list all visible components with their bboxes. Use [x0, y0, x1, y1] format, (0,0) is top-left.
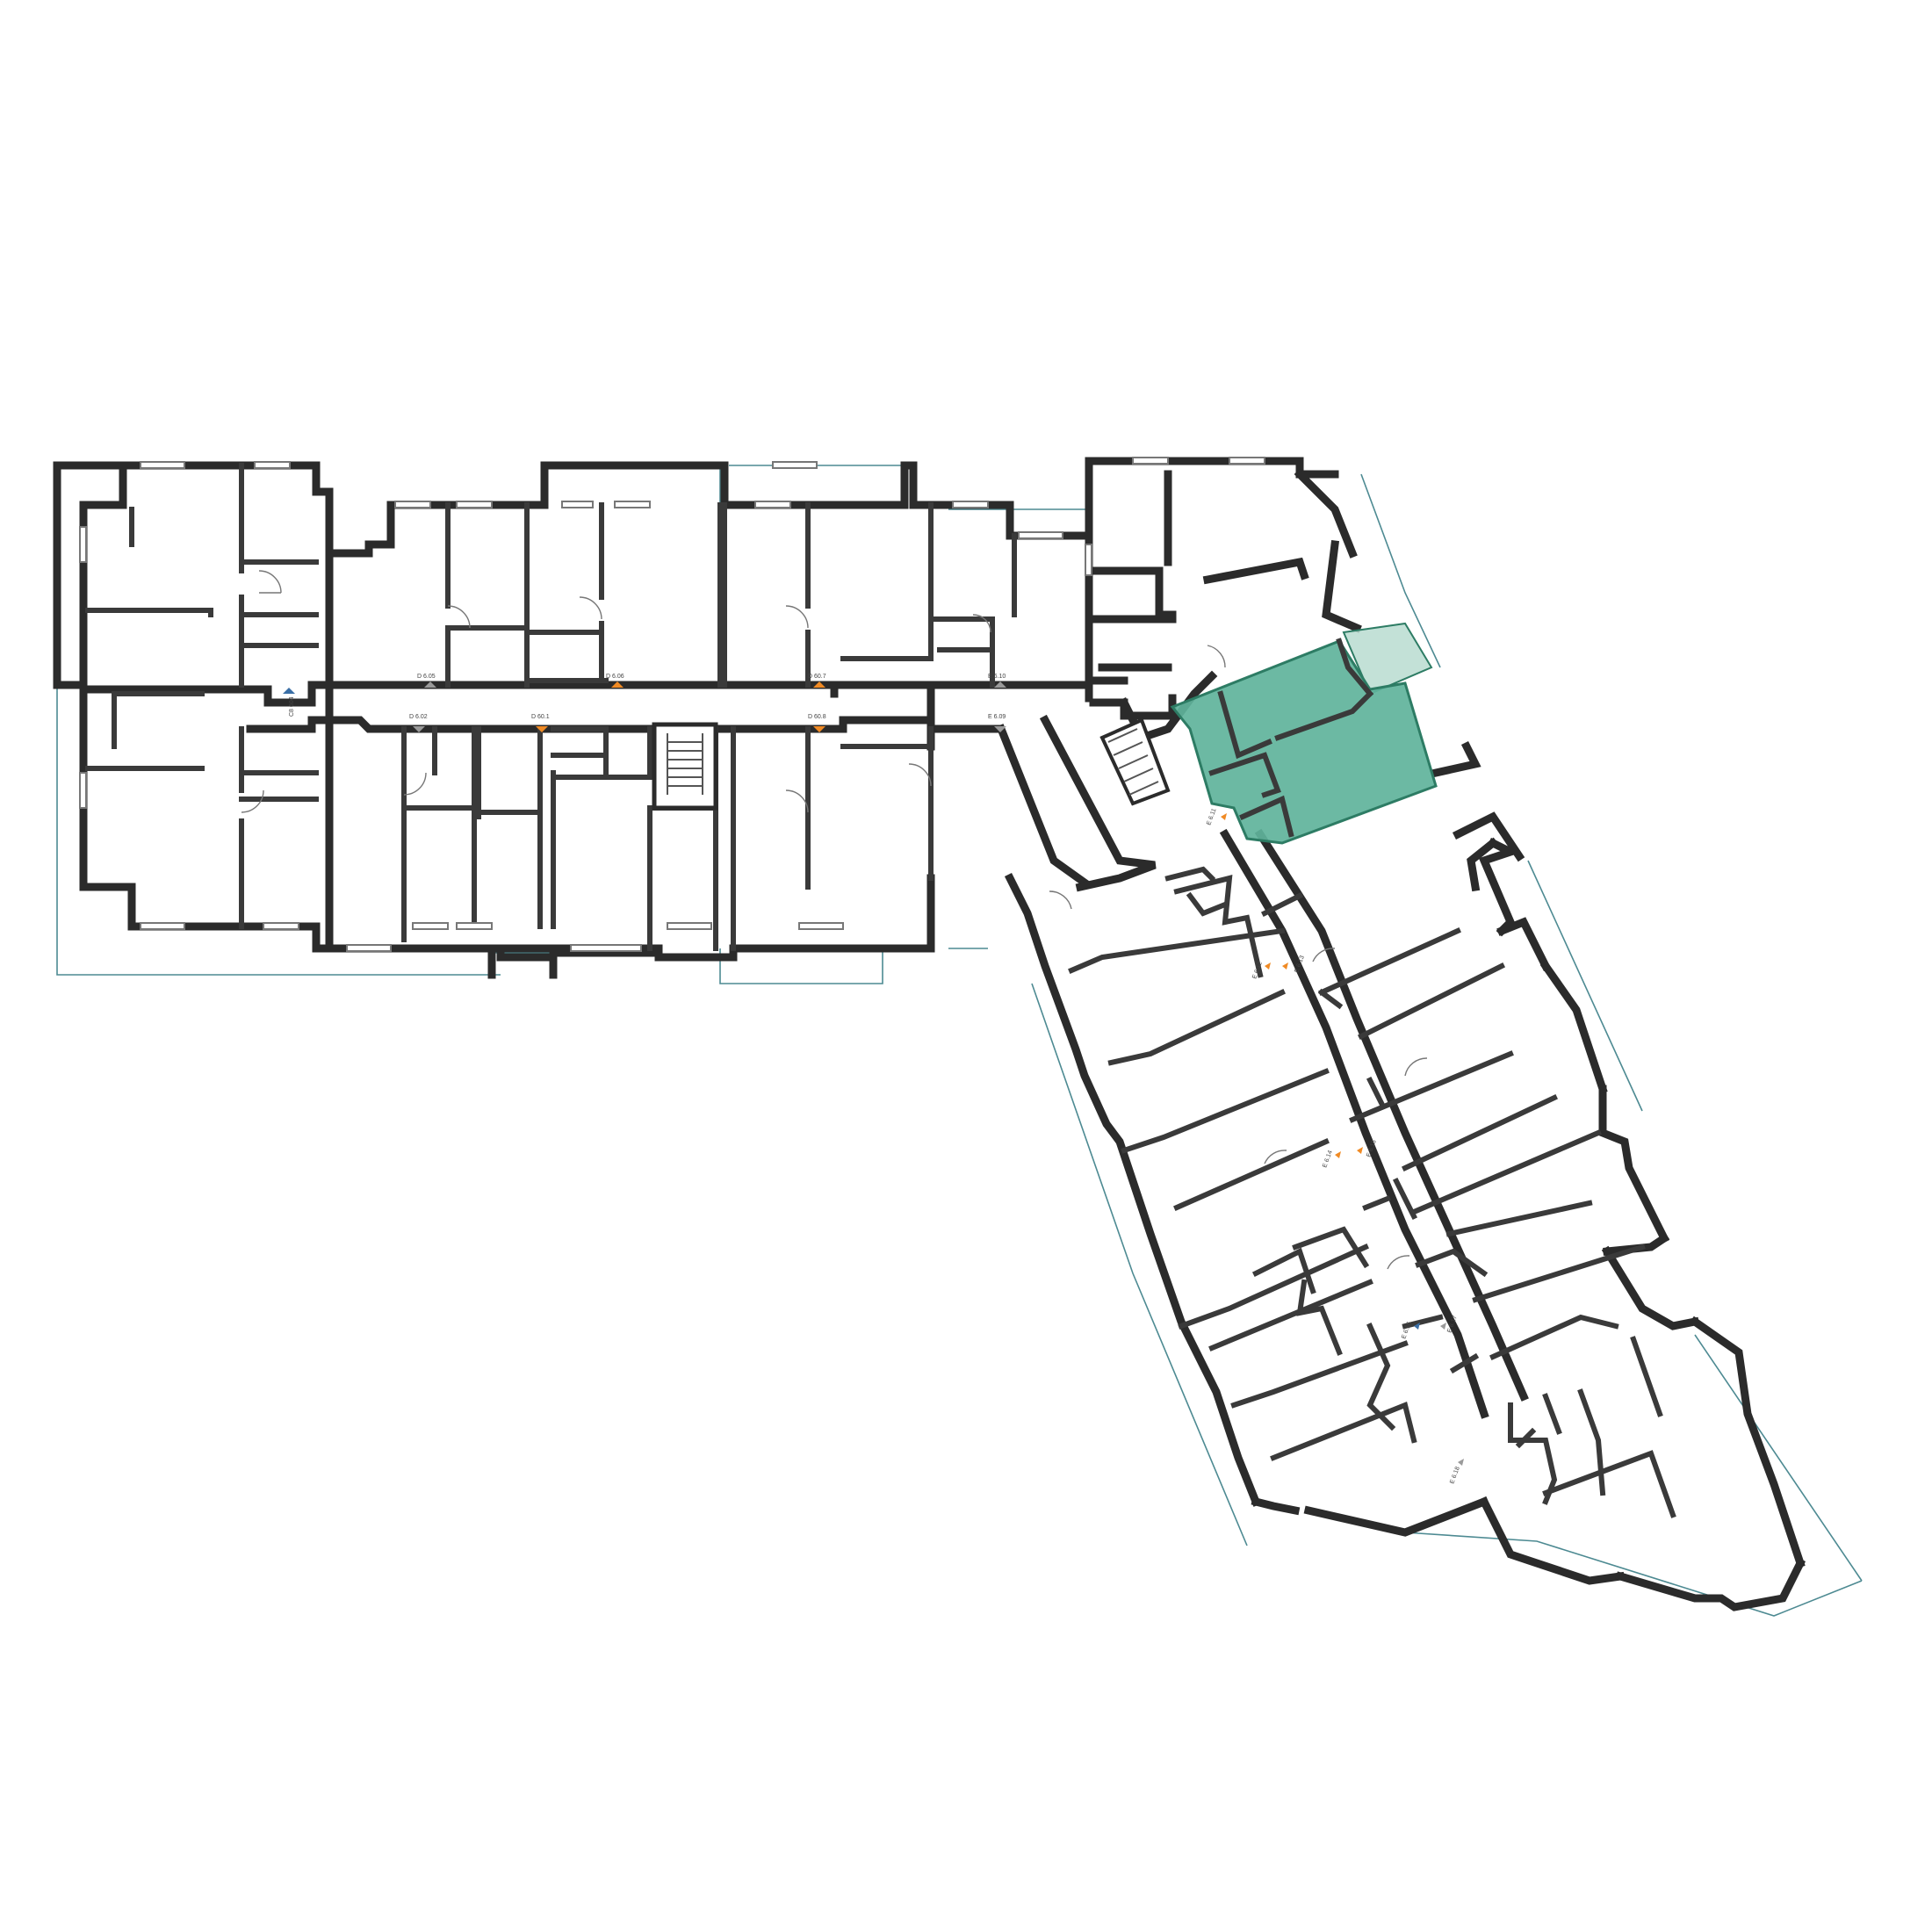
marker-e611 [1221, 813, 1227, 820]
marker-604 [283, 688, 295, 694]
marker-610 [994, 681, 1006, 688]
door-label-604: C8 604 [289, 696, 295, 717]
door-label-e611: E 6.11 [1206, 808, 1217, 826]
door-label-609: E 6.09 [988, 714, 1006, 720]
marker-605 [424, 681, 436, 688]
marker-601 [536, 726, 548, 732]
marker-e614 [1335, 1151, 1341, 1158]
door-label-606: D 6.06 [606, 674, 624, 680]
northeast-block-walls [1085, 457, 1362, 744]
marker-e618 [1458, 1459, 1464, 1466]
west-staircase [652, 722, 718, 811]
marker-606 [611, 681, 624, 688]
west-interior-walls [85, 463, 1017, 951]
marker-e617 [1440, 1323, 1446, 1330]
door-label-e618: E 6.18 [1449, 1466, 1461, 1485]
door-label-610: E 6.10 [988, 674, 1006, 680]
marker-602 [413, 726, 425, 732]
door-label-607: D 60.7 [808, 674, 826, 680]
west-corridor-walls [79, 681, 1093, 751]
door-markers [283, 681, 1464, 1466]
marker-607 [813, 681, 825, 688]
highlighted-apartment[interactable] [1170, 622, 1438, 845]
door-label-602: D 6.02 [409, 714, 428, 720]
marker-608 [813, 726, 825, 732]
marker-609 [994, 726, 1006, 732]
windows [79, 457, 1265, 952]
door-label-e614: E 6.14 [1322, 1150, 1334, 1169]
door-label-e616: E 6.16 [1401, 1321, 1413, 1340]
door-label-608: D 60.8 [808, 714, 826, 720]
marker-e615 [1357, 1147, 1363, 1154]
east-staircase [1099, 717, 1171, 806]
door-swings [241, 570, 1428, 1270]
door-label-601: D 60.1 [531, 714, 550, 720]
diagonal-wing-walls [996, 714, 1806, 1611]
marker-e613 [1282, 962, 1288, 970]
marker-e612 [1265, 962, 1271, 970]
marker-e616 [1414, 1323, 1420, 1330]
door-label-605: D 6.05 [417, 674, 436, 680]
